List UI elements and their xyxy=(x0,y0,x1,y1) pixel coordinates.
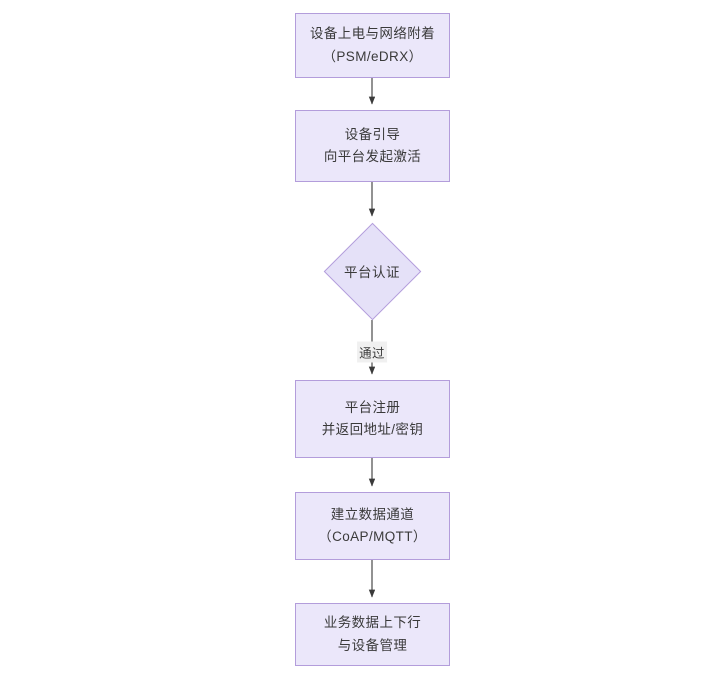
node-bootstrap-line-2: 向平台发起激活 xyxy=(323,149,422,164)
node-business-data-line-2: 与设备管理 xyxy=(337,637,408,653)
node-data-channel[interactable]: 建立数据通道 （CoAP/MQTT） xyxy=(295,492,450,560)
node-power-on-line-1: 设备上电与网络附着 xyxy=(309,26,436,42)
node-business-data[interactable]: 业务数据上下行 与设备管理 xyxy=(295,603,450,666)
node-platform-register-line-1: 平台注册 xyxy=(344,399,401,415)
node-power-on-line-2: （PSM/eDRX） xyxy=(322,48,423,64)
node-bootstrap-line-1: 设备引导 xyxy=(344,126,401,142)
edge-label-pass: 通过 xyxy=(357,341,387,363)
node-business-data-line-1: 业务数据上下行 xyxy=(323,615,422,631)
node-bootstrap[interactable]: 设备引导 向平台发起激活 xyxy=(295,110,450,182)
node-power-on[interactable]: 设备上电与网络附着 （PSM/eDRX） xyxy=(295,13,450,78)
node-platform-auth-label: 平台认证 xyxy=(344,265,400,280)
node-platform-register[interactable]: 平台注册 并返回地址/密钥 xyxy=(295,380,450,458)
node-platform-register-line-2: 并返回地址/密钥 xyxy=(321,422,424,437)
node-platform-auth[interactable]: 平台认证 xyxy=(323,222,421,320)
node-data-channel-line-2: （CoAP/MQTT） xyxy=(318,529,427,544)
node-data-channel-line-1: 建立数据通道 xyxy=(330,506,415,522)
